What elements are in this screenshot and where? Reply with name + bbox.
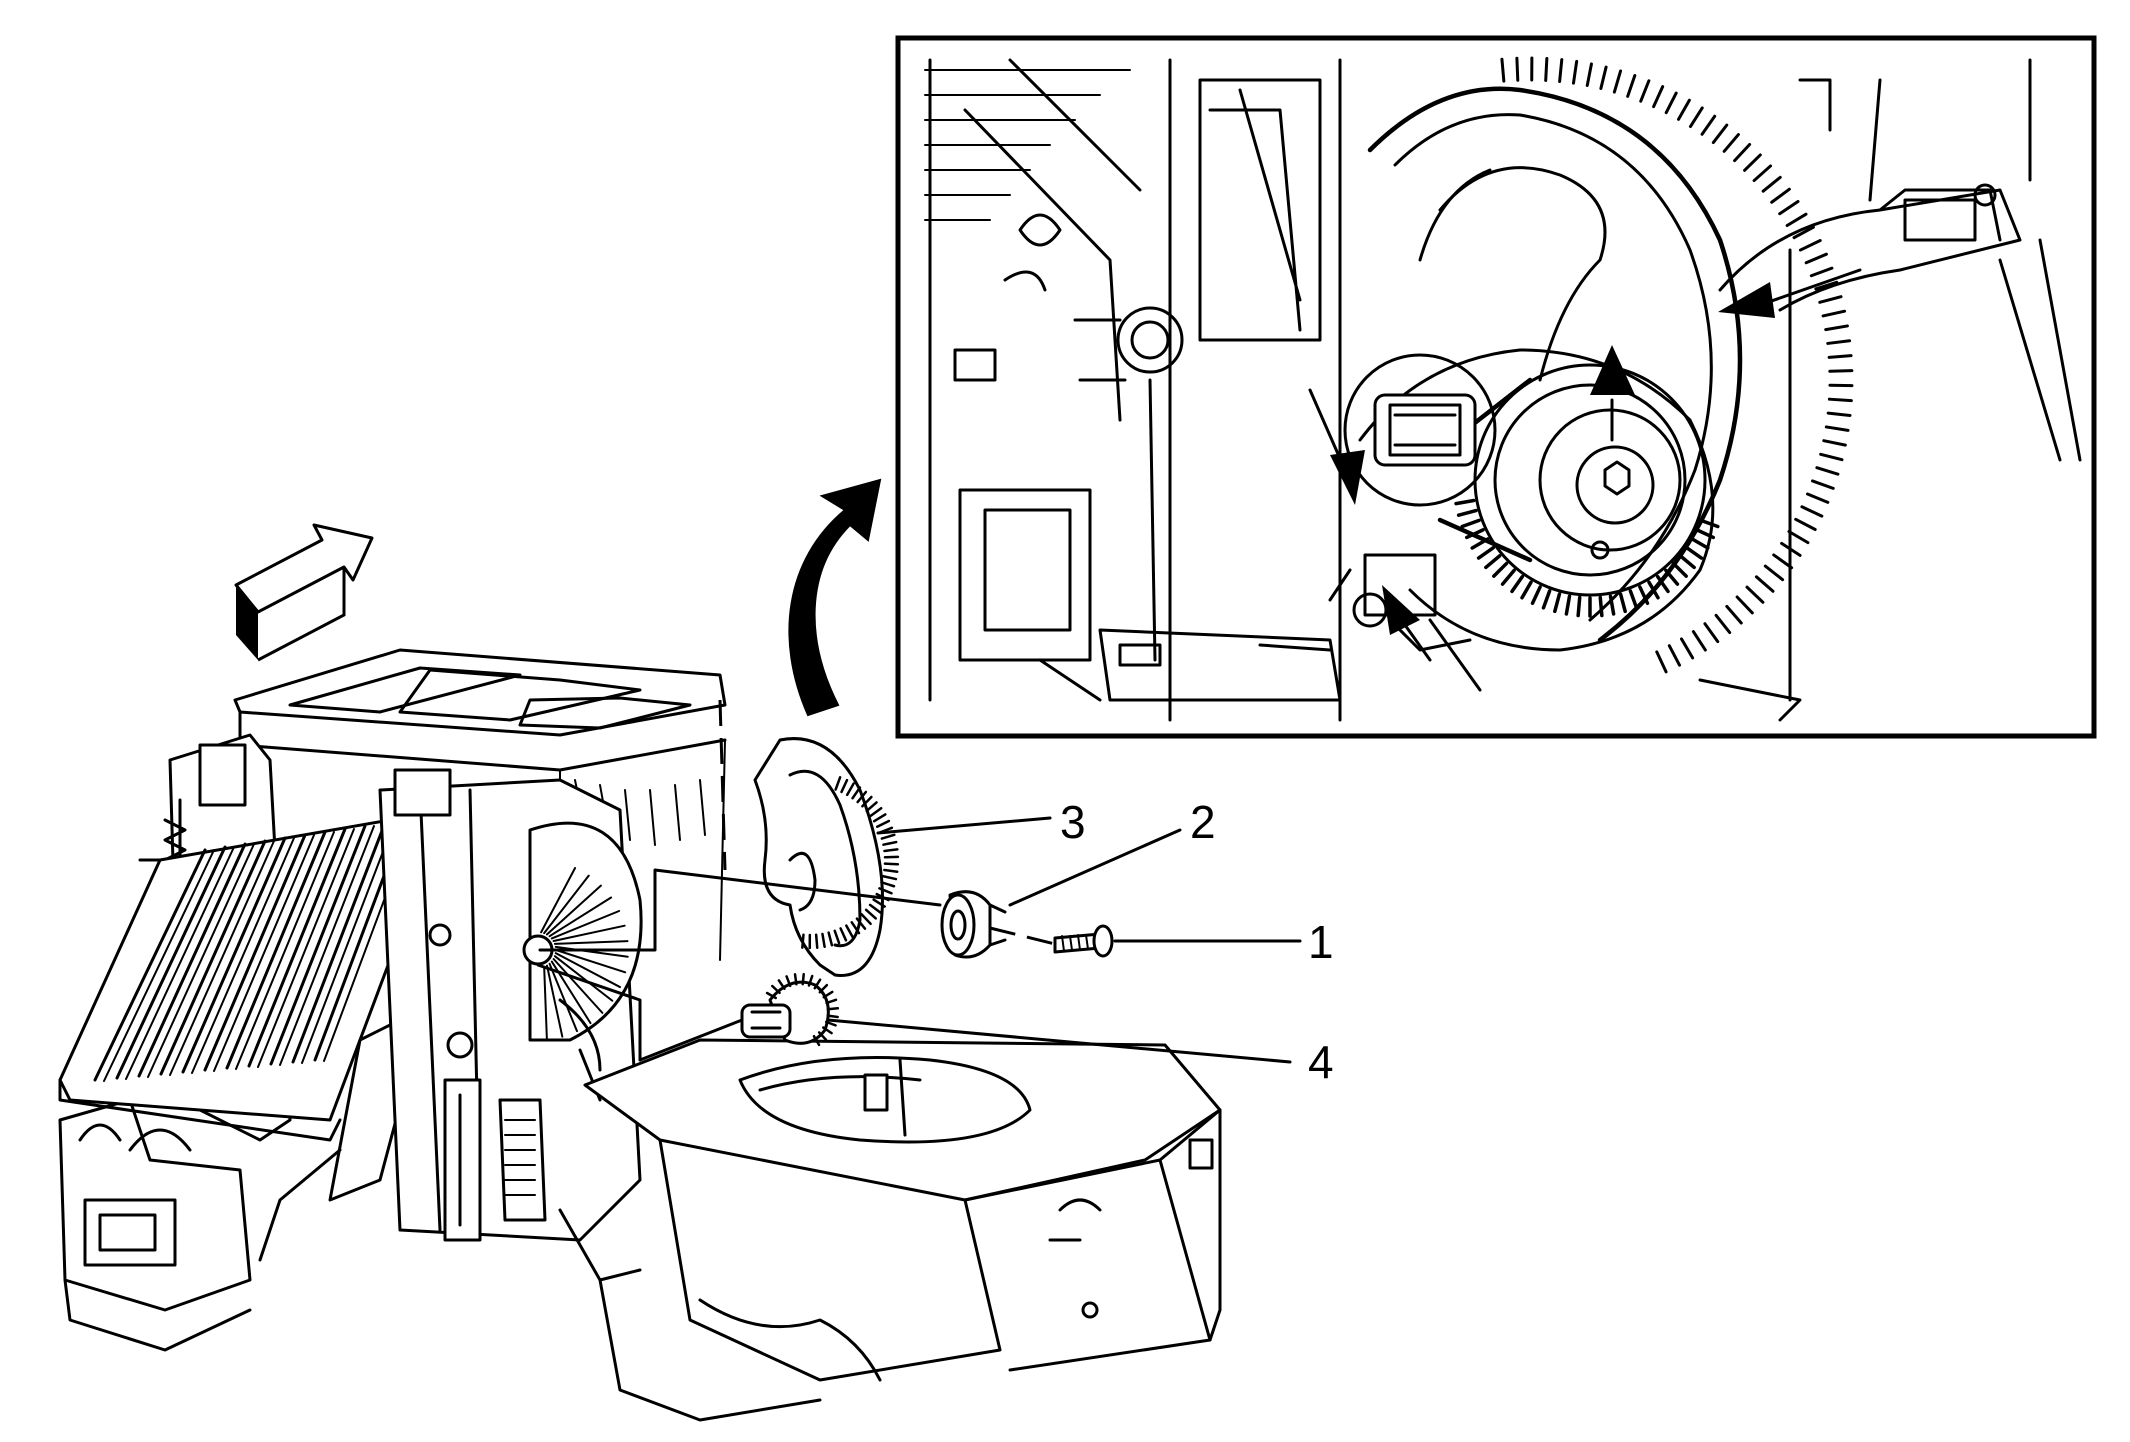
explode-lines xyxy=(536,699,1056,1062)
top-filter-box xyxy=(233,648,727,991)
leader-3 xyxy=(876,816,1052,835)
callout-leaders xyxy=(826,816,1302,1064)
blend-door-fan xyxy=(522,821,643,1102)
screw-part-1 xyxy=(1053,924,1114,958)
callout-4: 4 xyxy=(1308,1036,1334,1088)
inset-housing-wall xyxy=(1038,58,1342,722)
inset-sector-gear xyxy=(1367,56,1854,674)
inset-arrow-left-lower xyxy=(1382,585,1420,635)
actuator-part-4 xyxy=(740,972,840,1047)
drive-cup-part-2 xyxy=(940,890,1007,959)
direction-arrow xyxy=(234,523,374,662)
inset-artwork xyxy=(924,56,2082,722)
inset-mounting-bracket xyxy=(1698,58,2082,722)
actuator-gear-teeth xyxy=(765,972,840,1047)
louver-slats xyxy=(93,818,415,1082)
sector-gear-part-3 xyxy=(753,737,900,977)
inset-arrow-left-upper xyxy=(1330,450,1365,505)
leader-4 xyxy=(826,1018,1292,1064)
inset-frame xyxy=(895,35,2097,739)
hvac-module-assembly xyxy=(58,648,1222,1422)
inset-motor-gear-teeth xyxy=(1454,498,1720,618)
inset-arrows xyxy=(1308,268,1862,662)
inset-actuator-motor xyxy=(1358,348,1720,652)
detail-inset xyxy=(895,35,2097,739)
exploded-parts xyxy=(536,699,1114,1062)
inset-housing-vents xyxy=(924,58,1142,702)
blower-housing xyxy=(583,1038,1222,1422)
callout-1: 1 xyxy=(1308,916,1334,968)
fan-vanes xyxy=(540,866,629,1041)
zoom-curved-arrow xyxy=(788,478,882,717)
callout-labels: 1 2 3 4 xyxy=(1060,796,1334,1088)
inset-arrow-up xyxy=(1590,345,1635,395)
leader-2 xyxy=(1008,828,1182,907)
inset-arrow-right xyxy=(1718,282,1775,318)
callout-2: 2 xyxy=(1190,796,1216,848)
louver-panel xyxy=(58,818,422,1262)
callout-3: 3 xyxy=(1060,796,1086,848)
inset-gear-teeth xyxy=(1500,56,1854,674)
